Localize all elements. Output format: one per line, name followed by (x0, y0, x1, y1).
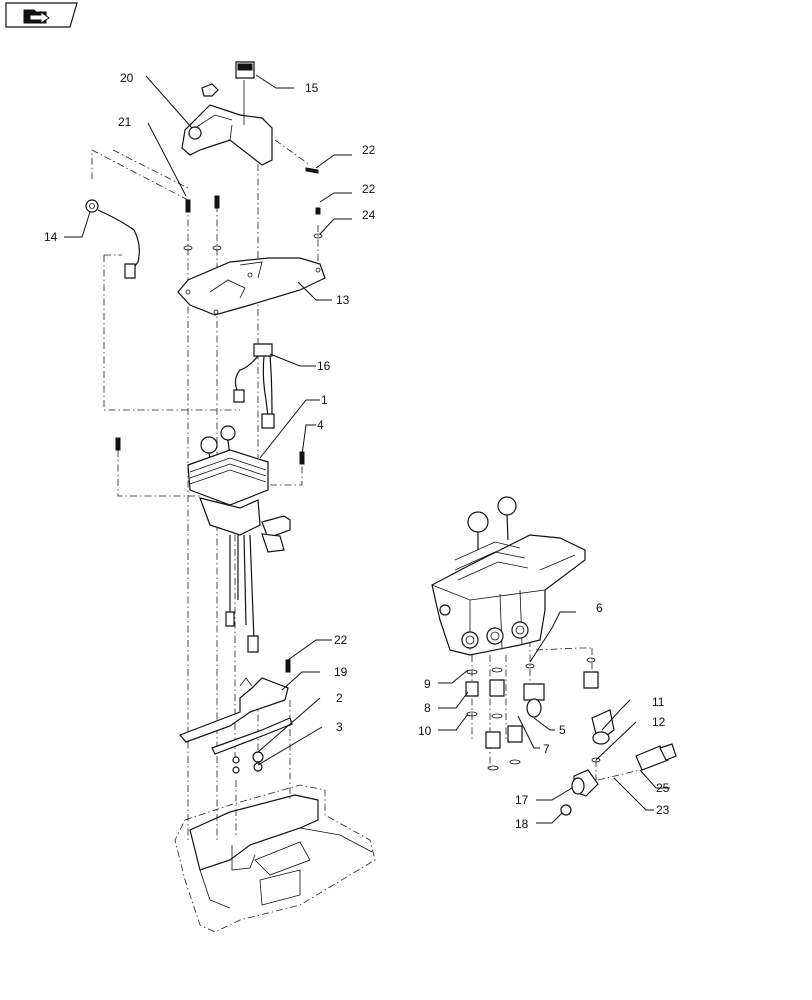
callout-21: 21 (118, 115, 132, 129)
callout-13: 13 (336, 293, 350, 307)
armrest-cover (181, 61, 273, 166)
cover-plate (177, 257, 326, 316)
callout-12: 12 (652, 715, 666, 729)
callout-22: 22 (362, 182, 376, 196)
callout-22: 22 (334, 633, 348, 647)
callout-8: 8 (424, 701, 431, 715)
leader-lines (64, 74, 670, 824)
callout-3: 3 (336, 720, 343, 734)
callout-4: 4 (317, 418, 324, 432)
callout-1: 1 (321, 393, 328, 407)
callout-19: 19 (334, 665, 348, 679)
callout-20: 20 (120, 71, 134, 85)
callout-11: 11 (652, 695, 665, 709)
console-base (174, 784, 376, 933)
callout-16: 16 (317, 359, 331, 373)
nav-button[interactable] (5, 2, 78, 28)
callout-14: 14 (44, 230, 58, 244)
callout-10: 10 (418, 724, 432, 738)
callout-7: 7 (543, 742, 550, 756)
mounting-bracket (178, 677, 293, 774)
callout-17: 17 (515, 793, 529, 807)
callout-15: 15 (305, 81, 319, 95)
callout-labels: 20 15 21 22 22 24 14 13 16 1 4 22 19 2 3… (44, 71, 670, 831)
callout-6: 6 (596, 601, 603, 615)
valve-assembly-detail (431, 496, 586, 656)
folder-arrow-icon (23, 9, 50, 24)
callout-2: 2 (336, 691, 343, 705)
callout-18: 18 (515, 817, 529, 831)
callout-22: 22 (362, 143, 376, 157)
assembly-lines (91, 135, 641, 840)
sensor-wire (85, 199, 140, 279)
wiring-harness (233, 343, 275, 429)
callout-24: 24 (362, 208, 376, 222)
hydraulic-fittings (465, 657, 677, 816)
callout-9: 9 (424, 677, 431, 691)
joystick-valve (187, 425, 291, 653)
callout-23: 23 (656, 803, 670, 817)
screws-top (115, 167, 323, 673)
callout-5: 5 (559, 723, 566, 737)
callout-25: 25 (656, 781, 670, 795)
